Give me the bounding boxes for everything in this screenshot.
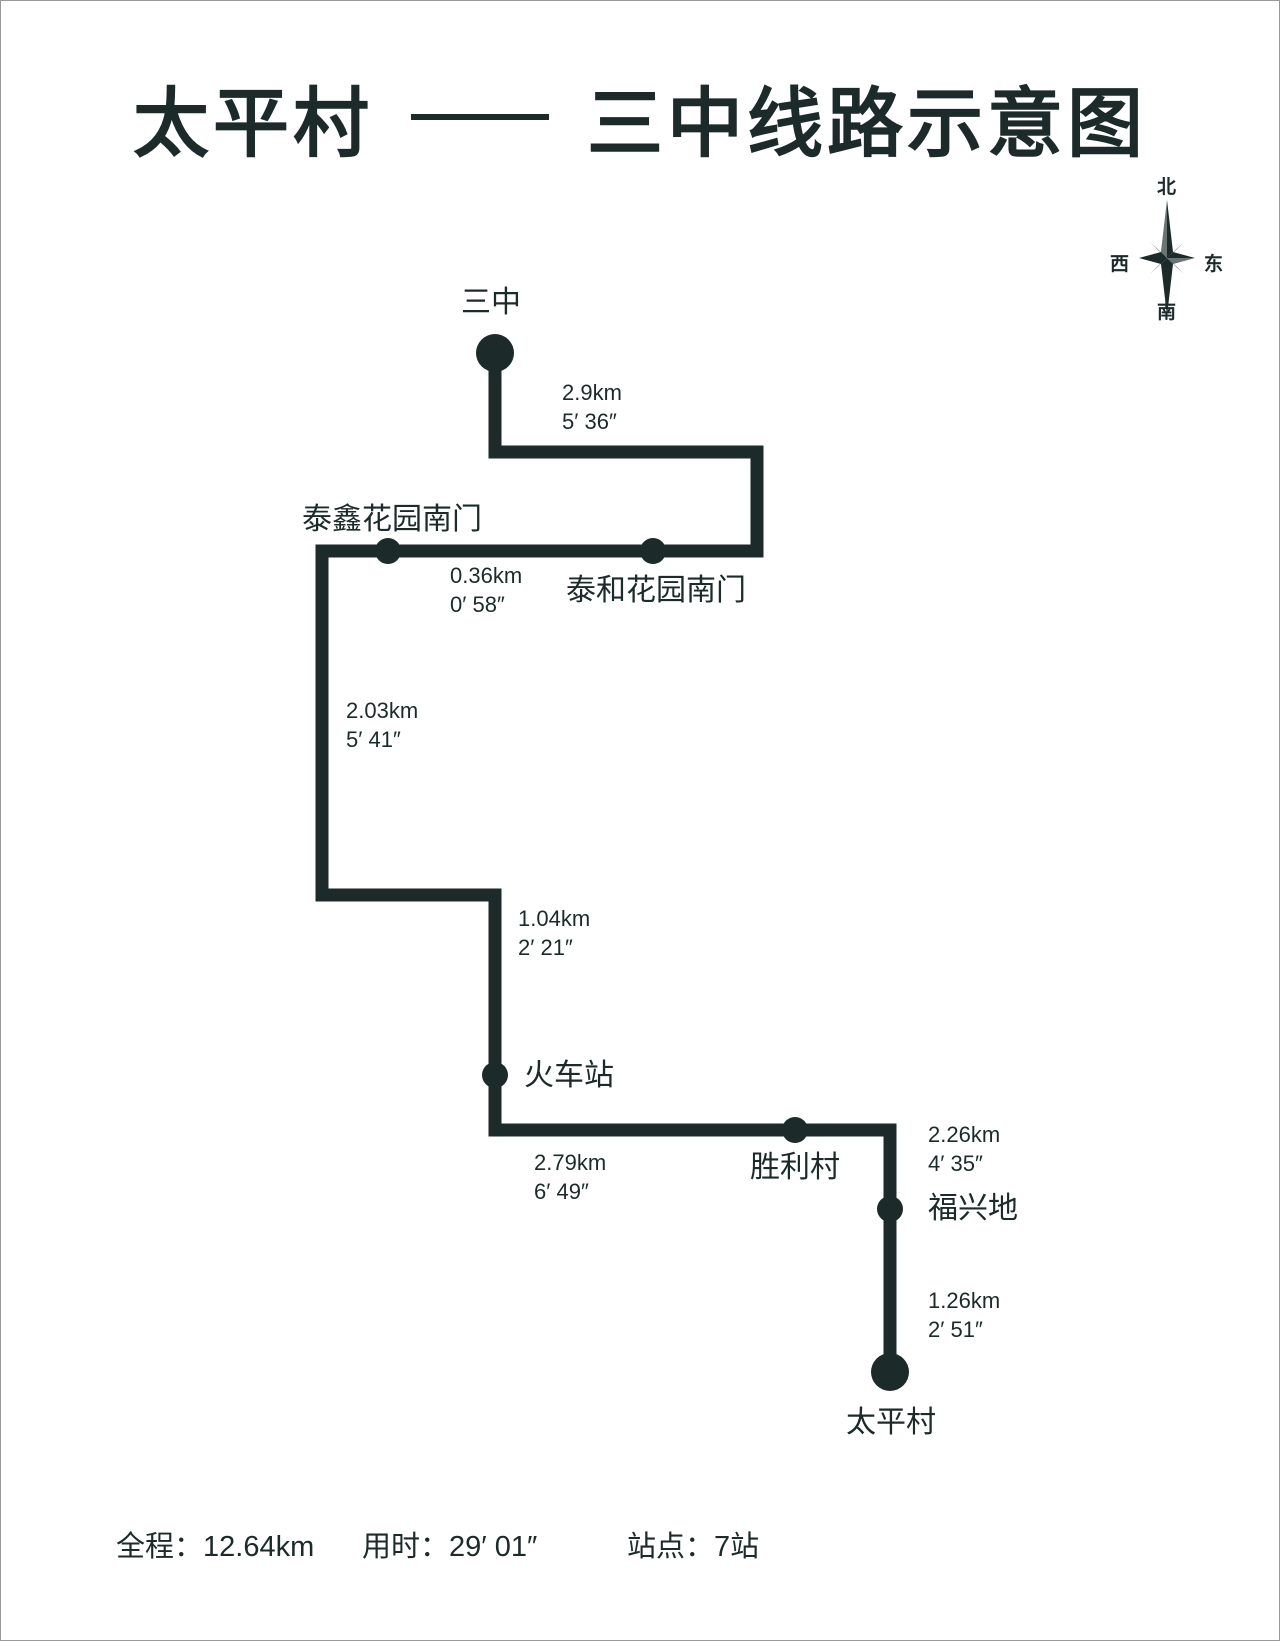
summary-stops-value: 7站	[714, 1531, 760, 1563]
segment-label-s4: 1.04km 2′ 21″	[518, 904, 590, 962]
summary-total-value: 12.64km	[203, 1531, 315, 1563]
stop-marker-shengli[interactable]	[782, 1117, 808, 1143]
segment-distance: 0.36km	[450, 563, 523, 588]
title-dash	[411, 114, 549, 120]
compass-north-label: 北	[1157, 176, 1177, 198]
compass-east-label: 东	[1204, 253, 1224, 275]
segment-time: 4′ 35″	[928, 1151, 983, 1176]
terminal-marker-sanzhong[interactable]	[476, 334, 514, 372]
segment-time: 0′ 58″	[450, 592, 505, 617]
segment-distance: 2.26km	[928, 1122, 1001, 1147]
segment-time: 2′ 51″	[928, 1317, 983, 1342]
route-line	[315, 352, 897, 1372]
summary-time-value: 29′ 01″	[449, 1531, 538, 1563]
segment-distance: 2.03km	[346, 698, 419, 723]
station-label-taipingcun: 太平村	[846, 1405, 936, 1440]
segment-label-s6: 2.26km 4′ 35″	[928, 1120, 1000, 1178]
summary-total-label: 全程：	[116, 1529, 204, 1563]
compass-icon	[1139, 200, 1195, 316]
segment-label-s2: 0.36km 0′ 58″	[450, 561, 522, 619]
summary-stops-label: 站点：	[627, 1529, 715, 1563]
segment-label-s7: 1.26km 2′ 51″	[928, 1286, 1000, 1344]
segment-label-s3: 2.03km 5′ 41″	[346, 696, 418, 754]
station-label-fuxingdi: 福兴地	[928, 1191, 1018, 1226]
station-label-huochezhan: 火车站	[524, 1058, 614, 1093]
title-start: 太平村	[133, 79, 373, 168]
summary-stops: 站点：7站	[627, 1532, 759, 1562]
segment-time: 5′ 41″	[346, 727, 401, 752]
stop-marker-taixin[interactable]	[375, 538, 401, 564]
stop-marker-fuxingdi[interactable]	[877, 1196, 903, 1222]
station-label-shengli: 胜利村	[750, 1150, 840, 1185]
segment-time: 2′ 21″	[518, 935, 573, 960]
station-label-sanzhong: 三中	[461, 285, 521, 320]
summary-time-label: 用时：	[362, 1529, 450, 1563]
compass-south-label: 南	[1157, 301, 1177, 323]
map-title: 太平村 三中线路示意图	[0, 62, 1280, 172]
title-end: 三中线路示意图	[587, 79, 1147, 168]
segment-time: 6′ 49″	[534, 1179, 589, 1204]
segment-distance: 2.9km	[562, 380, 622, 405]
segment-distance: 2.79km	[534, 1150, 607, 1175]
segment-distance: 1.26km	[928, 1288, 1001, 1313]
compass-west-label: 西	[1110, 253, 1130, 275]
segment-label-s5: 2.79km 6′ 49″	[534, 1148, 606, 1206]
terminal-marker-taipingcun[interactable]	[871, 1353, 909, 1391]
stop-marker-taihe[interactable]	[640, 538, 666, 564]
segment-label-s1: 2.9km 5′ 36″	[562, 378, 622, 436]
station-label-taihe: 泰和花园南门	[566, 573, 746, 608]
segment-distance: 1.04km	[518, 906, 591, 931]
segment-time: 5′ 36″	[562, 409, 617, 434]
stop-marker-huochezhan[interactable]	[482, 1062, 508, 1088]
summary-time: 用时：29′ 01″	[362, 1532, 537, 1562]
summary-total: 全程：12.64km	[116, 1532, 314, 1562]
station-label-taixin: 泰鑫花园南门	[302, 502, 482, 537]
